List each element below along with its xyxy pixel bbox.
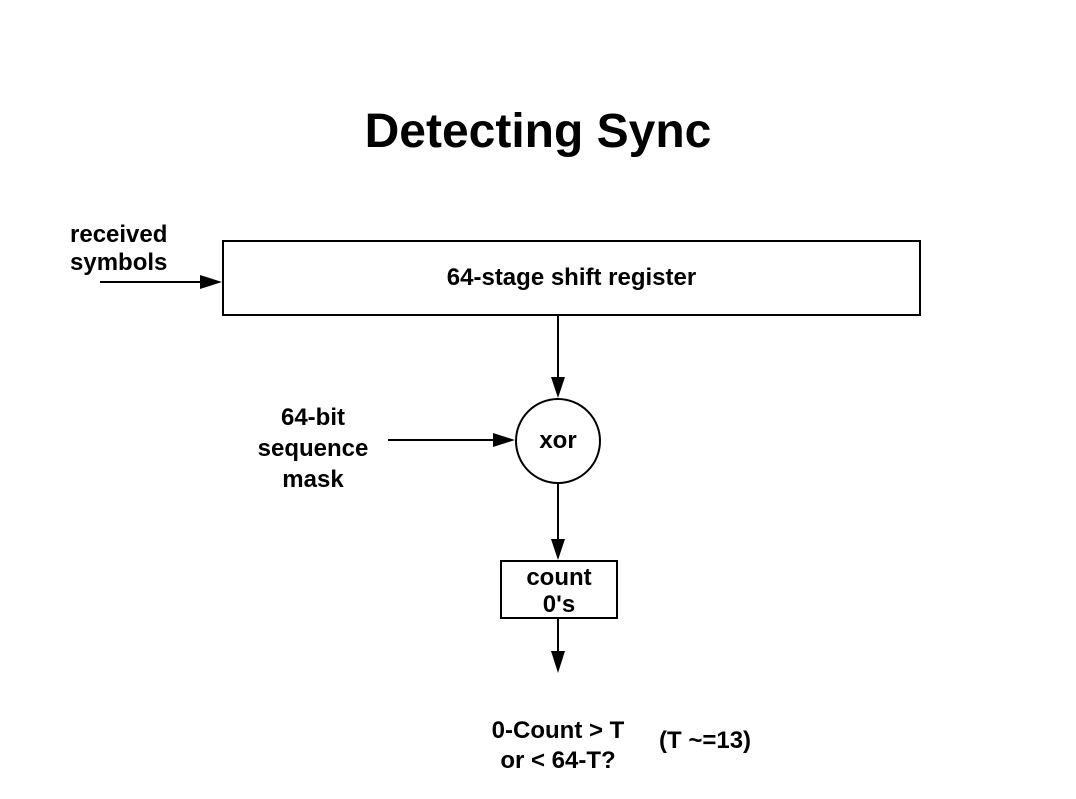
count-zeros-line2: 0's [542,591,576,618]
count-zeros-line1: count [526,564,592,591]
arrow-received-to-register [100,275,222,289]
arrow-register-to-xor [551,316,565,398]
arrowhead-down-icon [551,651,565,673]
threshold-note-label: (T ~=13) [659,727,752,754]
arrow-count-to-decision [551,619,565,673]
sequence-mask-line3: mask [282,466,344,493]
shift-register-label: 64-stage shift register [446,264,697,291]
received-symbols-line2: symbols [70,249,168,276]
arrowhead-right-icon [200,275,222,289]
sequence-mask-line1: 64-bit [280,404,345,431]
received-symbols-label: received symbols [70,221,167,277]
sequence-mask-label: 64-bit sequence mask [233,402,393,495]
arrowhead-right-icon [493,433,515,447]
count-zeros-label: count 0's [501,561,617,618]
count-box [500,560,618,619]
threshold-question-line1: 0-Count > T [491,717,625,744]
shift-register-box [222,240,921,316]
arrow-mask-to-xor [388,433,515,447]
arrowhead-down-icon [551,539,565,560]
arrowhead-down-icon [551,377,565,398]
slide-title: Detecting Sync [364,105,712,158]
sequence-mask-line2: sequence [257,435,369,462]
xor-circle [515,398,601,484]
threshold-question-label: 0-Count > T or < 64-T? [458,716,658,776]
threshold-question-line2: or < 64-T? [500,747,616,774]
arrow-xor-to-count [551,484,565,560]
xor-label: xor [539,427,577,454]
received-symbols-line1: received [70,221,168,248]
